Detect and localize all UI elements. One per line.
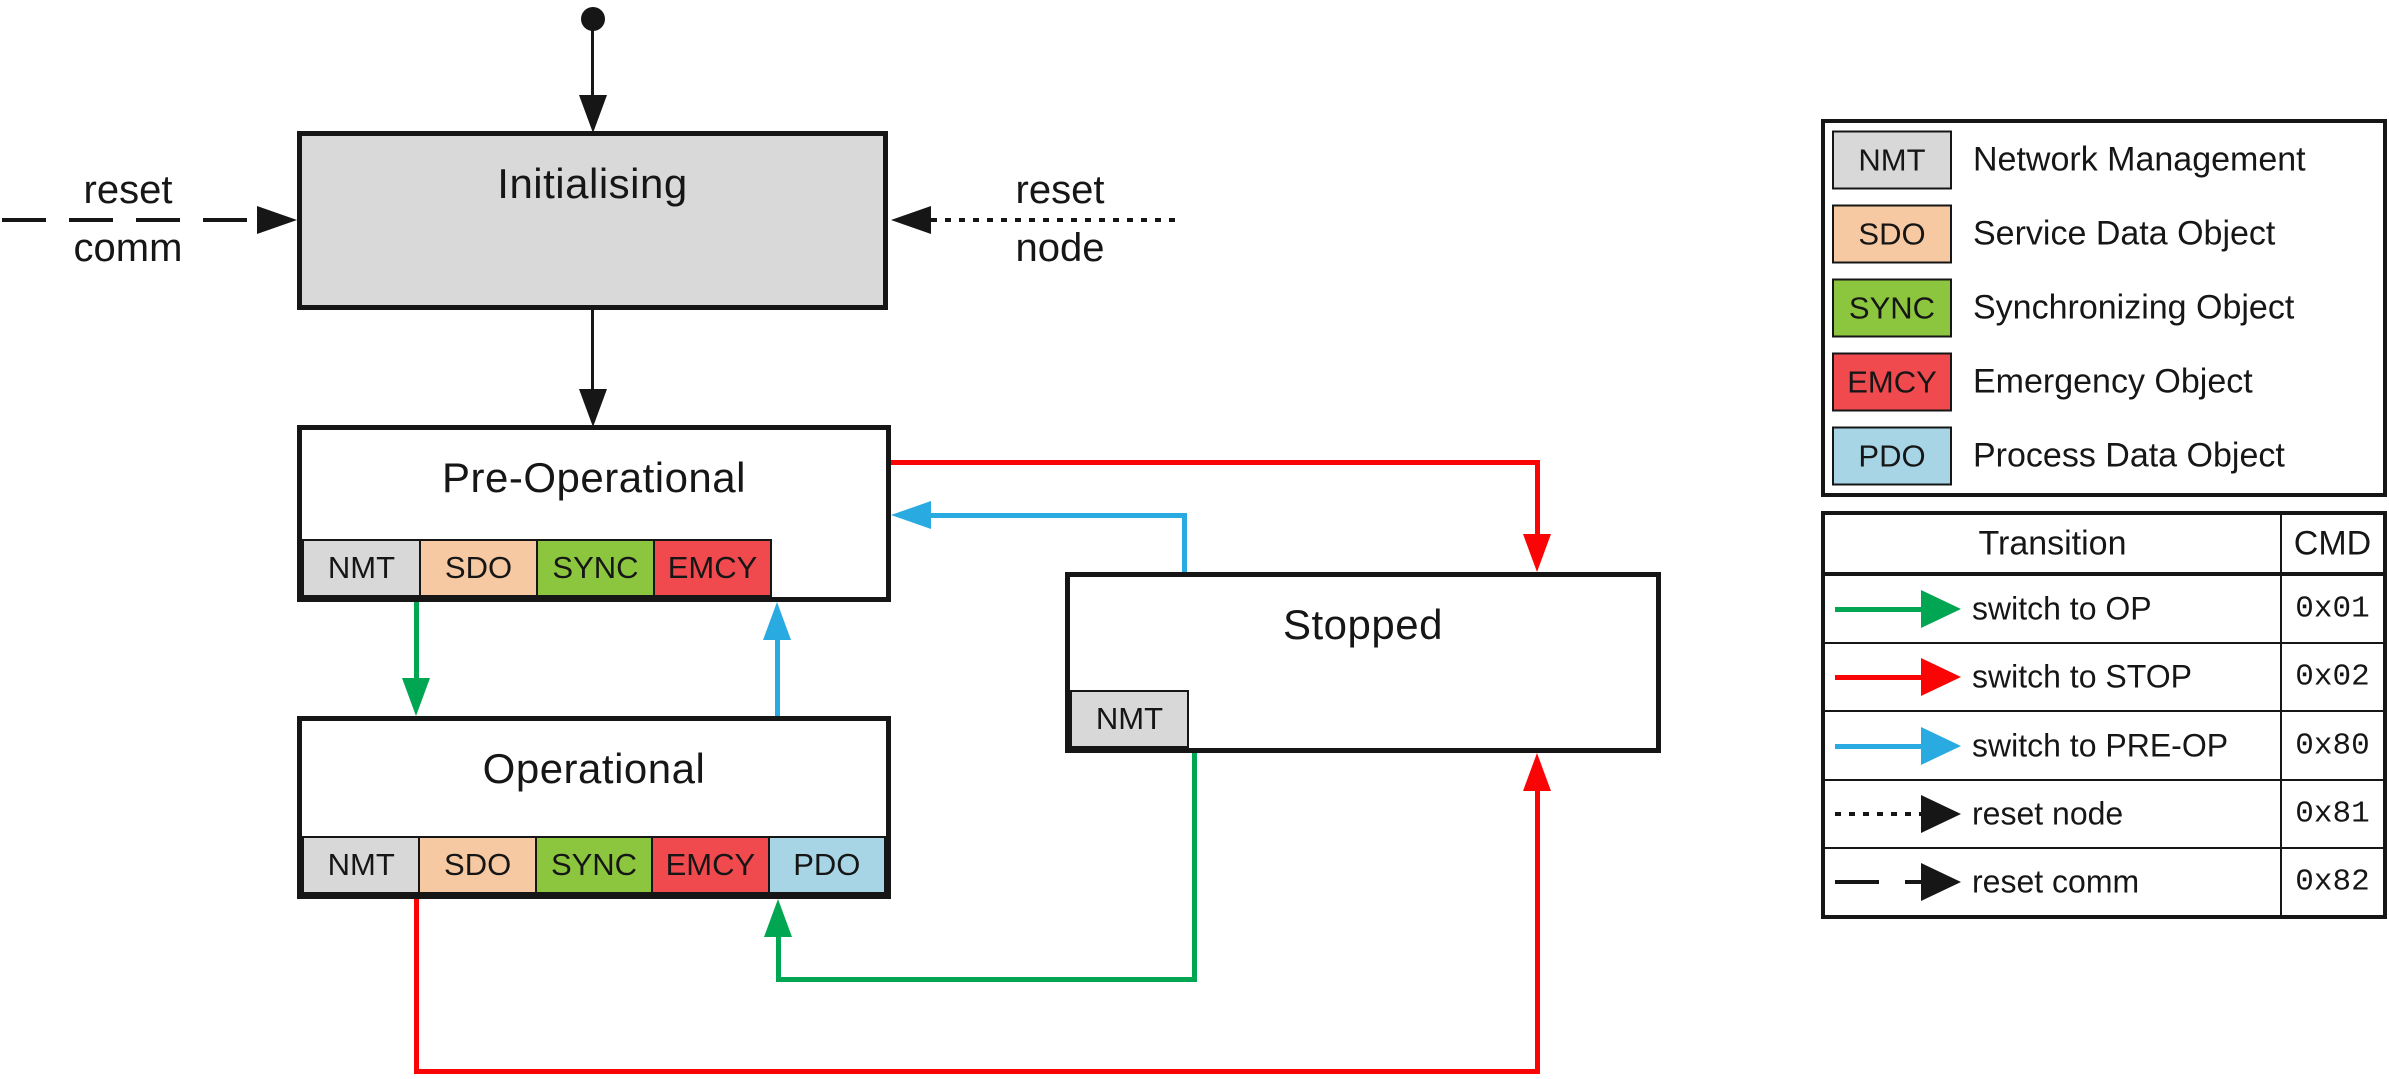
legend-row-sdo: SDO Service Data Object	[1825, 197, 2383, 271]
chip-nmt: NMT	[302, 836, 421, 894]
blue-arrow-icon	[1835, 726, 1961, 765]
state-operational: Operational NMT SDO SYNC EMCY PDO	[297, 716, 891, 899]
reset-comm-label-bottom: comm	[73, 226, 183, 270]
header-transition: Transition	[1978, 524, 2127, 562]
reset-comm-dashed-line	[2, 218, 257, 222]
reset-node-dotted-line	[931, 218, 1183, 222]
legend-panel: NMT Network Management SDO Service Data …	[1821, 119, 2387, 497]
initial-connector-line	[591, 29, 594, 97]
transition-label: switch to PRE-OP	[1972, 727, 2229, 763]
arrowhead-reset-comm	[257, 206, 297, 234]
stopped-service-chips: NMT	[1070, 690, 1189, 748]
dashed-arrow-icon	[1835, 862, 1961, 901]
chip-sdo: SDO	[419, 539, 538, 597]
preop-service-chips: NMT SDO SYNC EMCY	[302, 539, 772, 597]
reset-comm-label-top: reset	[83, 168, 173, 212]
cmd-value: 0x01	[2295, 591, 2370, 627]
red-arrow-icon	[1835, 658, 1961, 697]
table-header-row: Transition CMD	[1825, 515, 2383, 576]
transition-label: switch to OP	[1972, 590, 2152, 627]
state-stopped: Stopped NMT	[1065, 572, 1661, 753]
transition-label: reset node	[1972, 795, 2124, 832]
legend-chip-nmt: NMT	[1832, 130, 1952, 190]
table-row-switch-to-op: switch to OP 0x01	[1825, 576, 2383, 645]
table-row-switch-to-preop: switch to PRE-OP 0x80	[1825, 712, 2383, 781]
initial-state-dot	[581, 7, 605, 31]
legend-row-sync: SYNC Synchronizing Object	[1825, 271, 2383, 345]
chip-sync: SYNC	[536, 539, 655, 597]
legend-chip-sync: SYNC	[1832, 278, 1952, 338]
operational-service-chips: NMT SDO SYNC EMCY PDO	[302, 836, 887, 894]
legend-label: Synchronizing Object	[1973, 288, 2295, 327]
chip-sdo: SDO	[418, 836, 537, 894]
legend-label: Service Data Object	[1973, 214, 2276, 253]
legend-row-emcy: EMCY Emergency Object	[1825, 345, 2383, 419]
table-row-reset-comm: reset comm 0x82	[1825, 849, 2383, 915]
arrowhead-into-preop	[579, 389, 607, 427]
state-initialising: Initialising	[297, 131, 888, 310]
transition-label: switch to STOP	[1972, 658, 2192, 695]
legend-row-pdo: PDO Process Data Object	[1825, 419, 2383, 493]
cmd-value: 0x81	[2295, 796, 2370, 832]
legend-label: Emergency Object	[1973, 362, 2253, 401]
legend-label: Process Data Object	[1973, 436, 2285, 475]
connector-init-to-preop	[591, 310, 594, 391]
legend-label: Network Management	[1973, 140, 2306, 179]
cmd-value: 0x02	[2295, 659, 2370, 695]
legend-chip-pdo: PDO	[1832, 426, 1952, 486]
chip-pdo: PDO	[767, 836, 887, 894]
state-title-initialising: Initialising	[497, 160, 688, 207]
green-arrow-icon	[1835, 590, 1961, 629]
transition-table: Transition CMD switch to OP 0x01 switch …	[1821, 511, 2387, 919]
table-column-divider	[2280, 515, 2282, 915]
reset-node-label-bottom: node	[1015, 226, 1105, 270]
legend-chip-sdo: SDO	[1832, 204, 1952, 264]
chip-sync: SYNC	[534, 836, 654, 894]
legend-row-nmt: NMT Network Management	[1825, 123, 2383, 197]
chip-emcy: EMCY	[651, 836, 770, 894]
chip-nmt: NMT	[1070, 690, 1189, 748]
reset-node-label-top: reset	[1015, 168, 1105, 212]
table-row-switch-to-stop: switch to STOP 0x02	[1825, 644, 2383, 713]
arrowhead-reset-node	[891, 206, 931, 234]
chip-emcy: EMCY	[653, 539, 772, 597]
state-pre-operational: Pre-Operational NMT SDO SYNC EMCY	[297, 425, 891, 602]
table-row-reset-node: reset node 0x81	[1825, 781, 2383, 849]
state-title-pre-operational: Pre-Operational	[442, 454, 746, 501]
header-cmd: CMD	[2293, 524, 2372, 562]
state-title-stopped: Stopped	[1283, 601, 1443, 648]
chip-nmt: NMT	[302, 539, 421, 597]
dotted-arrow-icon	[1835, 794, 1961, 833]
cmd-value: 0x82	[2295, 864, 2370, 900]
legend-chip-emcy: EMCY	[1832, 352, 1952, 412]
state-title-operational: Operational	[482, 745, 706, 792]
cmd-value: 0x80	[2295, 728, 2370, 763]
transition-label: reset comm	[1972, 863, 2140, 900]
arrowhead-into-initialising	[579, 95, 607, 133]
